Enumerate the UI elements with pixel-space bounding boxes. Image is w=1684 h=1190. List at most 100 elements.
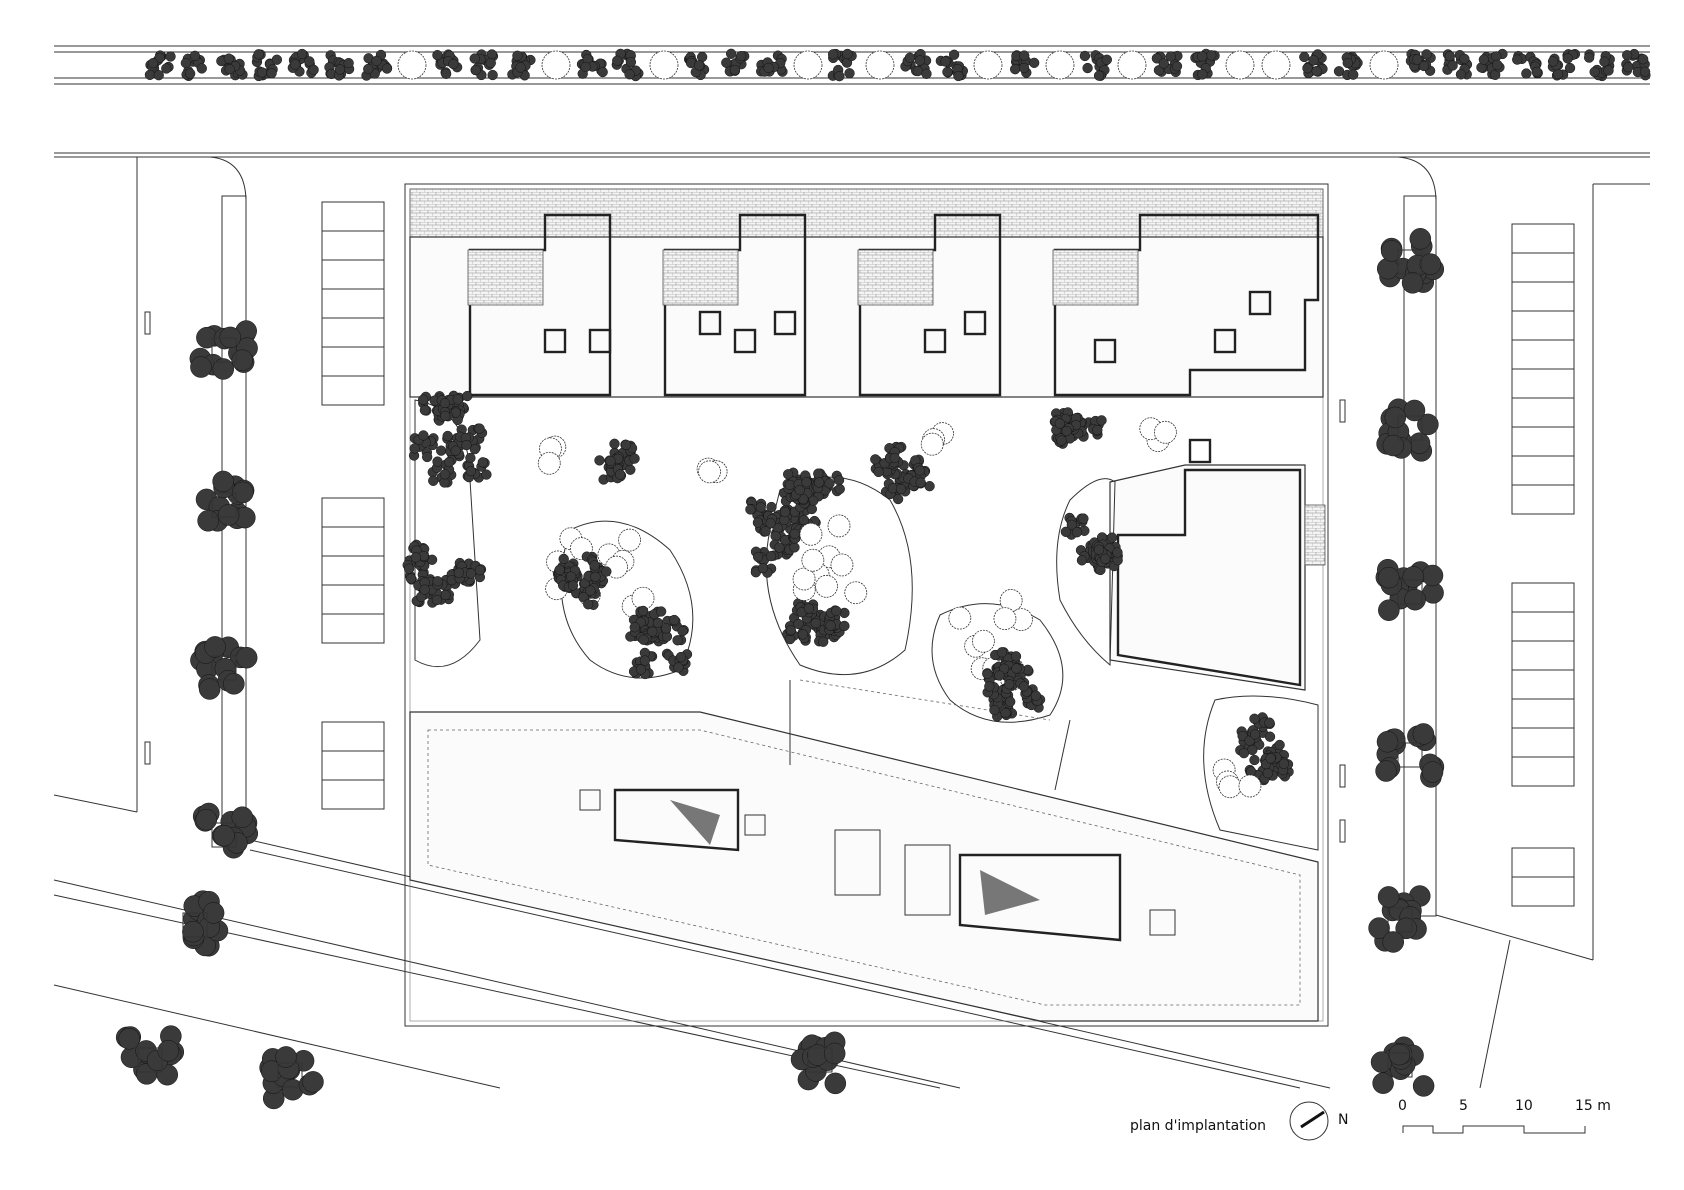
dark-tree-icon (1621, 48, 1651, 81)
tree-pit (1397, 249, 1423, 275)
tree-pit (1387, 1052, 1413, 1078)
dark-tree-icon (1190, 48, 1220, 81)
tree-icon (844, 581, 868, 605)
dark-tree-icon (782, 618, 812, 646)
dark-tree-icon (1079, 50, 1112, 81)
dark-tree-icon (611, 48, 644, 82)
dark-tree-icon (900, 48, 932, 79)
dark-tree-icon (469, 49, 499, 81)
skylight (733, 328, 757, 354)
tree-icon (801, 548, 825, 572)
drawing-title: plan d'implantation (1130, 1118, 1267, 1134)
parking-space (1511, 455, 1575, 486)
dark-tree-icon (1376, 228, 1445, 294)
parking-space (1511, 876, 1575, 907)
tree-icon (397, 50, 427, 80)
dark-tree-icon (432, 394, 463, 426)
dark-tree-icon (324, 50, 355, 81)
scale-bar (1402, 1125, 1586, 1134)
parking-space (1511, 426, 1575, 457)
dark-tree-icon (988, 689, 1018, 722)
dark-tree-icon (411, 576, 443, 607)
parking-space (1511, 611, 1575, 642)
dark-tree-icon (408, 539, 438, 571)
tree-icon (631, 586, 655, 610)
parking-space (321, 497, 385, 528)
dark-tree-icon (1009, 50, 1040, 78)
tree-icon (541, 50, 571, 80)
dark-tree-icon (789, 598, 819, 624)
dark-tree-icon (1246, 712, 1276, 742)
dark-tree-icon (1093, 544, 1123, 576)
tree-icon (649, 50, 679, 80)
dark-tree-icon (427, 455, 457, 488)
tree-pit (211, 337, 237, 363)
tree-pit (211, 492, 237, 518)
tree-icon (973, 50, 1003, 80)
tree-pit (277, 1062, 303, 1088)
dark-tree-icon (880, 476, 911, 505)
scale-tick-15: 15 m (1575, 1098, 1611, 1114)
parking-space (321, 721, 385, 752)
north-label: N (1338, 1112, 1349, 1128)
dark-tree-icon (453, 557, 487, 584)
street-tree-row (144, 48, 1651, 82)
dark-tree-icon (576, 49, 608, 79)
parking-space (1511, 582, 1575, 613)
dark-tree-icon (1370, 1036, 1435, 1097)
tree-icon (1225, 50, 1255, 80)
tree-icon (1218, 775, 1242, 799)
parking-space (321, 750, 385, 781)
parking-space (1511, 397, 1575, 428)
scale-tick-5: 5 (1459, 1098, 1468, 1114)
top-street (54, 45, 1650, 158)
dark-tree-icon (287, 48, 319, 78)
dark-tree-icon (594, 453, 626, 484)
dark-tree-icon (1049, 408, 1082, 437)
parking-space (1511, 640, 1575, 671)
dark-tree-icon (462, 452, 492, 483)
parking-space (321, 555, 385, 586)
tree-icon (1261, 50, 1291, 80)
parking-space (1511, 223, 1575, 254)
dark-tree-icon (1299, 49, 1328, 79)
tree-pit (211, 822, 237, 848)
dark-tree-icon (625, 614, 658, 645)
tree-icon (865, 50, 895, 80)
skylight (963, 310, 987, 336)
dark-tree-icon (823, 605, 850, 637)
dark-tree-icon (982, 668, 1015, 699)
dark-tree-icon (745, 496, 778, 529)
dark-tree-icon (144, 50, 176, 81)
skylight (773, 310, 797, 336)
dark-tree-icon (1584, 49, 1615, 82)
tree-pit (1387, 907, 1413, 933)
dark-tree-icon (216, 53, 248, 81)
skylight (588, 328, 612, 354)
dark-tree-icon (1405, 48, 1436, 76)
dark-tree-icon (115, 1025, 185, 1086)
skylight (923, 328, 947, 354)
tree-pit (137, 1047, 163, 1073)
tree-icon (537, 451, 561, 475)
dark-tree-icon (1512, 50, 1543, 79)
dark-tree-icon (1368, 885, 1431, 953)
parking-space (1511, 669, 1575, 700)
dark-tree-icon (756, 50, 788, 77)
dark-tree-icon (683, 51, 710, 81)
parking-space (321, 346, 385, 377)
parking-space (1511, 847, 1575, 878)
parking-space (1511, 281, 1575, 312)
tree-icon (618, 528, 641, 552)
north-arrow (1289, 1101, 1329, 1141)
tree-icon (827, 514, 851, 538)
skylight (1093, 338, 1117, 364)
dark-tree-icon (661, 648, 693, 676)
scale-tick-10: 10 (1515, 1098, 1533, 1114)
dark-tree-icon (790, 1031, 847, 1095)
dark-tree-icon (1375, 723, 1445, 788)
dark-tree-icon (408, 430, 439, 463)
skylight (698, 310, 722, 336)
parking-space (321, 375, 385, 406)
tree-icon (815, 574, 838, 598)
